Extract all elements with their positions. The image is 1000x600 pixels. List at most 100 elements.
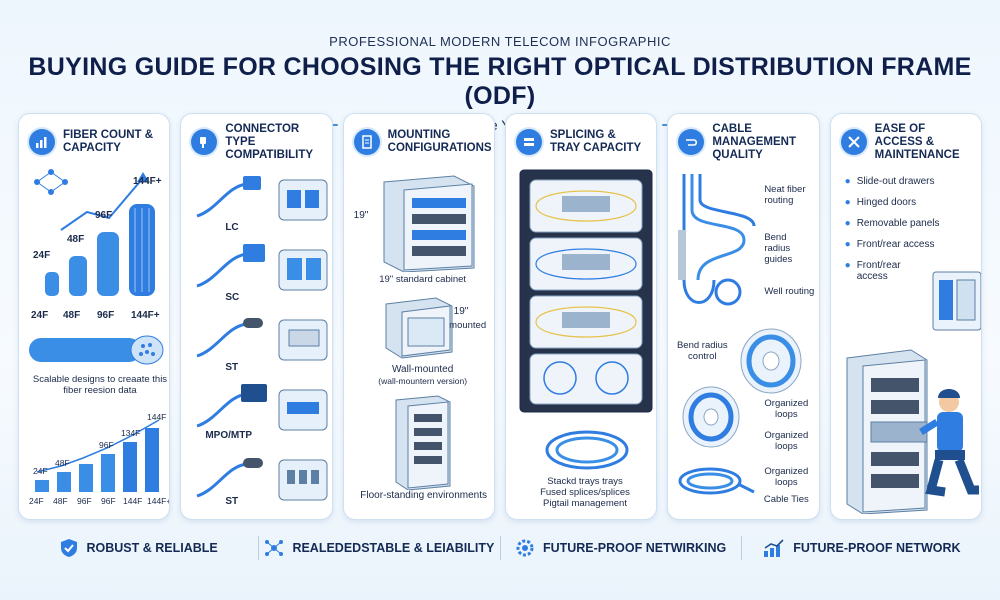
access-feature-list: ● Slide-out drawers ● Hinged doors ● Rem…: [844, 176, 981, 282]
access-feature-3: Removable panels: [856, 218, 940, 229]
chart-top-label-134f: 134F: [121, 428, 141, 438]
floor-caption: Floor-standing environments: [360, 490, 488, 501]
footer-item-robust: ROBUST & RELIABLE: [18, 538, 258, 558]
bundle-top-label-96f: 96F: [95, 210, 113, 221]
coiled-cable-illustration: [678, 467, 755, 495]
footer-label-2: REALEDEDSTABLE & LEIABILITY: [292, 541, 495, 555]
card-title: FIBER COUNT & CAPACITY: [63, 129, 154, 154]
label-bend-control: Bend radius control: [676, 340, 728, 362]
cable-reel-illustration: [740, 328, 802, 394]
footer-divider: [499, 536, 501, 560]
bullet-icon: ●: [844, 239, 851, 250]
footer-bar: ROBUST & RELIABLE REALEDEDSTABLE & LEIAB…: [18, 528, 982, 568]
connector-label-mpo-mtp: MPO/MTP: [205, 430, 252, 441]
cabinet-icon: [353, 129, 380, 155]
fiber-bundles-illustration: [34, 169, 155, 296]
fiber-caption: Scalable designs to creaate this fiber r…: [32, 374, 168, 396]
wall-size-label: 19": [453, 306, 469, 317]
cabinet-size-label: 19": [353, 210, 369, 221]
technician-illustration: [846, 349, 979, 514]
floor-standing-illustration: [395, 395, 451, 490]
connector-types-illustration: [196, 176, 328, 501]
card-connector-type: CONNECTOR TYPE COMPATIBILITY: [180, 113, 333, 520]
bundle-top-label-24f: 24F: [33, 250, 51, 261]
chart-top-label-48f: 48F: [55, 458, 70, 468]
cable-cross-section-illustration: [29, 335, 164, 365]
bullet-icon: ●: [844, 176, 851, 187]
bar-chart-icon: [29, 129, 55, 155]
splice-tray-icon: [515, 129, 542, 155]
footer-divider: [740, 536, 742, 560]
card-title: CABLE MANAGEMENT QUALITY: [712, 122, 797, 161]
wall-mount-illustration: [385, 297, 453, 359]
label-well-routing: Well routing: [764, 286, 815, 297]
card-header: FIBER COUNT & CAPACITY: [19, 114, 169, 164]
wall-subcaption: (wall-mountern version): [378, 376, 468, 386]
card-fiber-count: FIBER COUNT & CAPACITY 24F 48F 96F 144F+…: [18, 113, 171, 520]
card-title: EASE OF ACCESS & MAINTENANCE: [874, 122, 960, 161]
chart-axis-label-3: 96F: [77, 496, 92, 506]
access-feature-2: Hinged doors: [856, 197, 917, 208]
chart-axis-label-2: 48F: [53, 496, 68, 506]
gear-icon: [515, 538, 535, 558]
page-title: BUYING GUIDE FOR CHOOSING THE RIGHT OPTI…: [28, 53, 972, 110]
chart-top-label-96f: 96F: [99, 440, 114, 450]
list-item: ● Hinged doors: [844, 197, 981, 208]
capacity-growth-chart: [35, 419, 160, 492]
cable-spool-illustration: [682, 386, 740, 448]
label-organized-loops-2: Organized loops: [764, 430, 809, 452]
bundle-bottom-label-24f: 24F: [31, 310, 49, 321]
label-organized-loops-1: Organized loops: [764, 398, 809, 420]
connector-label-lc: LC: [225, 222, 239, 233]
card-header: CONNECTOR TYPE COMPATIBILITY: [181, 114, 331, 164]
card-access-maintenance: EASE OF ACCESS & MAINTENANCE ● Slide-out…: [829, 113, 982, 520]
splicing-caption-3: Pigtail management: [543, 498, 627, 509]
header-kicker: PROFESSIONAL MODERN TELECOM INFOGRAPHIC: [329, 34, 671, 49]
bundle-bottom-label-48f: 48F: [63, 310, 81, 321]
chart-top-label-24f: 24F: [33, 466, 48, 476]
bundle-bottom-label-96f: 96F: [97, 310, 115, 321]
list-item: ● Front/rear access: [845, 260, 925, 282]
label-neat-routing: Neat fiber routing: [764, 184, 806, 206]
chart-axis-label-6: 144F+: [147, 496, 171, 506]
splice-trays-illustration: [519, 169, 653, 413]
card-header: MOUNTING CONFIGURATIONS: [344, 114, 494, 164]
fiber-coil-illustration: [545, 430, 629, 470]
footer-divider: [258, 536, 260, 560]
card-mounting: MOUNTING CONFIGURATIONS 19" 19" standard…: [342, 113, 495, 520]
bullet-icon: ●: [844, 197, 851, 208]
card-title: MOUNTING CONFIGURATIONS: [387, 129, 492, 154]
network-node-icon: [264, 538, 284, 558]
list-item: ● Front/rear access: [844, 239, 981, 250]
standard-cabinet-illustration: [383, 175, 475, 272]
wall-size-note: mounted: [449, 320, 487, 331]
shield-check-icon: [59, 538, 79, 558]
access-panel-illustration: [932, 271, 981, 331]
cabinet-caption: 19" standard cabinet: [379, 274, 467, 285]
splicing-caption-2: Fused splices/splices: [540, 487, 630, 498]
label-bend-guides: Bend radius guides: [764, 232, 793, 265]
footer-label-4: FUTURE-PROOF NETWORK: [793, 541, 961, 555]
card-title: CONNECTOR TYPE COMPATIBILITY: [225, 122, 314, 161]
bundle-top-label-144f: 144F+: [133, 176, 162, 187]
chart-axis-label-4: 96F: [101, 496, 116, 506]
card-cable-management: CABLE MANAGEMENT QUALITY Neat fiber rout…: [667, 113, 820, 520]
connector-plug-icon: [191, 129, 218, 155]
label-cable-ties: Cable Ties: [763, 494, 809, 505]
chart-axis-label-1: 24F: [29, 496, 44, 506]
connector-label-st: ST: [225, 362, 239, 373]
bundle-bottom-label-144f: 144F+: [131, 310, 160, 321]
access-feature-1: Slide-out drawers: [856, 176, 935, 187]
wall-caption: Wall-mounted: [391, 364, 454, 375]
label-organized-loops-3: Organized loops: [764, 466, 809, 488]
card-header: SPLICING & TRAY CAPACITY: [506, 114, 656, 164]
bullet-icon: ●: [844, 218, 851, 229]
bundle-top-label-48f: 48F: [67, 234, 85, 245]
list-item: ● Slide-out drawers: [844, 176, 981, 187]
cable-loop-icon: [678, 129, 705, 155]
connector-label-sc: SC: [225, 292, 240, 303]
access-feature-5: Front/rear access: [856, 260, 901, 282]
growth-chart-icon: [763, 538, 785, 558]
footer-item-stable: REALEDEDSTABLE & LEIABILITY: [259, 538, 499, 558]
